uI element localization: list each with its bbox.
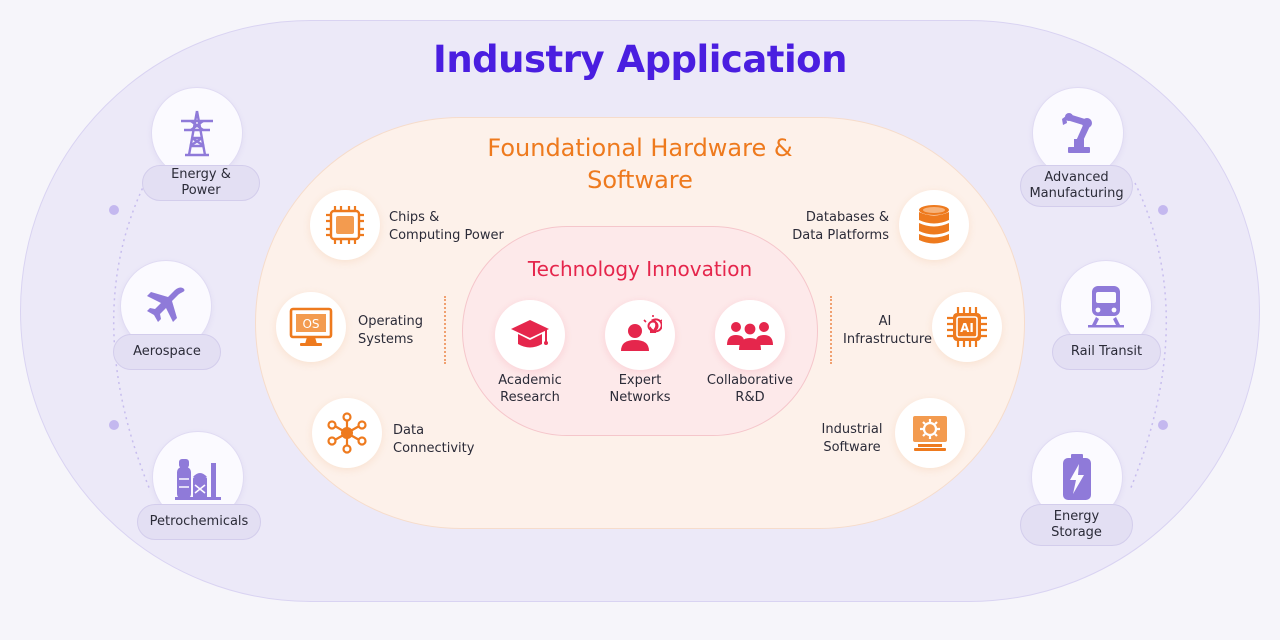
robot-arm-icon: [1032, 87, 1124, 179]
tech-academic-line1: Academic: [498, 373, 562, 388]
connector-dot: [1158, 420, 1168, 430]
industrial-monitor-icon: [895, 398, 965, 468]
industry-energy-storage-line1: Energy: [1053, 509, 1100, 524]
foundation-chips-label: Chips & Computing Power: [389, 209, 504, 245]
foundation-title-line2: Software: [587, 166, 693, 194]
database-icon: [899, 190, 969, 260]
foundation-data-line2: Connectivity: [393, 441, 475, 456]
foundation-title: Foundational Hardware & Software: [440, 132, 840, 196]
industry-petrochemicals-label: Petrochemicals: [149, 514, 249, 529]
industry-aerospace-label: Aerospace: [133, 344, 201, 359]
industry-rail-transit-label: Rail Transit: [1070, 344, 1143, 359]
foundation-databases-line2: Data Platforms: [792, 228, 889, 243]
industry-energy-storage-line2: Storage: [1051, 525, 1102, 540]
foundation-chips-line1: Chips &: [389, 210, 440, 225]
foundation-databases-line1: Databases &: [805, 210, 889, 225]
foundation-data-label: Data Connectivity: [393, 422, 474, 458]
separator-left: [444, 296, 446, 364]
os-monitor-icon: OS: [276, 292, 346, 362]
industry-petrochemicals: Petrochemicals: [137, 504, 261, 540]
foundation-industrial-line2: Software: [823, 440, 881, 455]
foundation-os-label: Operating Systems: [358, 313, 423, 349]
connector-dot: [109, 420, 119, 430]
foundation-ai-line2: Infrastructure: [843, 332, 932, 347]
foundation-chips-line2: Computing Power: [389, 228, 504, 243]
tech-collaborative-line1: Collaborative: [706, 373, 794, 388]
foundation-ai-line1: AI: [878, 314, 892, 329]
page-title: Industry Application: [433, 38, 847, 81]
industry-advanced-manufacturing: Advanced Manufacturing: [1020, 165, 1133, 207]
tech-expert-line1: Expert: [618, 373, 662, 388]
tech-collaborative-line2: R&D: [735, 390, 765, 405]
tech-academic-label: Academic Research: [475, 372, 585, 406]
foundation-data-line1: Data: [393, 423, 425, 438]
foundation-industrial-label: Industrial Software: [818, 421, 886, 457]
foundation-os-line1: Operating: [358, 314, 423, 329]
industry-advanced-manufacturing-line1: Advanced: [1044, 170, 1109, 185]
foundation-industrial-line1: Industrial: [821, 422, 883, 437]
industry-advanced-manufacturing-line2: Manufacturing: [1029, 186, 1124, 201]
ai-chip-icon: AI: [932, 292, 1002, 362]
ai-badge-text: AI: [960, 321, 974, 335]
team-icon: [715, 300, 785, 370]
graduation-cap-icon: [495, 300, 565, 370]
os-badge-text: OS: [302, 317, 319, 331]
foundation-title-line1: Foundational Hardware &: [487, 134, 793, 162]
separator-right: [830, 296, 832, 364]
chip-icon: [310, 190, 380, 260]
foundation-ai-label: AI Infrastructure: [843, 313, 932, 349]
tech-academic-line2: Research: [500, 390, 560, 405]
technology-title: Technology Innovation: [527, 257, 753, 281]
expert-idea-icon: [605, 300, 675, 370]
industry-energy-storage: Energy Storage: [1020, 504, 1133, 546]
tech-expert-line2: Networks: [609, 390, 671, 405]
power-tower-icon: [151, 87, 243, 179]
industry-rail-transit: Rail Transit: [1052, 334, 1161, 370]
connector-dot: [109, 205, 119, 215]
industry-energy-power: Energy & Power: [142, 165, 260, 201]
foundation-os-line2: Systems: [358, 332, 414, 347]
connector-dot: [1158, 205, 1168, 215]
tech-collaborative-label: Collaborative R&D: [695, 372, 805, 406]
industry-energy-power-label: Energy & Power: [171, 167, 231, 198]
tech-expert-label: Expert Networks: [585, 372, 695, 406]
foundation-databases-label: Databases & Data Platforms: [790, 209, 889, 245]
industry-aerospace: Aerospace: [113, 334, 221, 370]
network-hub-icon: [312, 398, 382, 468]
